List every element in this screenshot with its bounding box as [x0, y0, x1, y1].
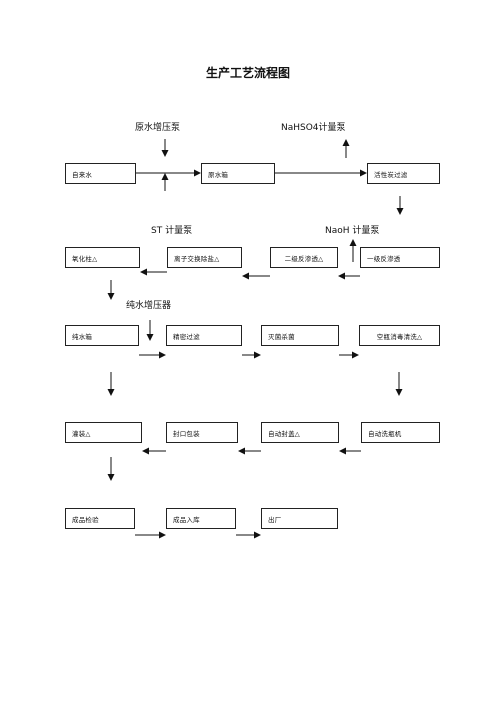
box-final-inspection: 成品检验 — [65, 508, 135, 529]
box-sterilization: 灭菌杀菌 — [261, 325, 339, 346]
pure-water-booster-label: 纯水增压器 — [126, 301, 172, 311]
box-delivery: 出厂 — [261, 508, 338, 529]
box-raw-water-tank: 原水箱 — [201, 163, 275, 184]
nahso4-pump-label: NaHSO4计量泵 — [281, 123, 346, 133]
box-oxidation-column: 氧化柱△ — [65, 247, 140, 268]
box-second-ro: 二级反渗透△ — [270, 247, 338, 268]
box-sealing-packaging: 封口包装 — [166, 422, 238, 443]
box-activated-carbon-filter: 活性炭过滤 — [367, 163, 440, 184]
naoh-pump-label: NaoH 计量泵 — [325, 226, 380, 236]
box-bottle-disinfection: 空瓶消毒清洗△ — [359, 325, 440, 346]
box-auto-capping: 自动封盖△ — [261, 422, 339, 443]
box-pure-water-tank: 纯水箱 — [65, 325, 139, 346]
raw-water-pump-label: 原水增压泵 — [135, 123, 181, 133]
box-filling: 灌装△ — [65, 422, 142, 443]
box-precision-filter: 精密过滤 — [166, 325, 242, 346]
box-first-ro: 一级反渗透 — [360, 247, 440, 268]
box-tap-water: 自来水 — [65, 163, 136, 184]
box-warehouse: 成品入库 — [166, 508, 236, 529]
st-pump-label: ST 计量泵 — [151, 226, 193, 236]
page-title: 生产工艺流程图 — [205, 66, 290, 80]
box-ion-exchange: 离子交换除盐△ — [167, 247, 242, 268]
box-auto-bottle-washer: 自动洗瓶机 — [361, 422, 440, 443]
